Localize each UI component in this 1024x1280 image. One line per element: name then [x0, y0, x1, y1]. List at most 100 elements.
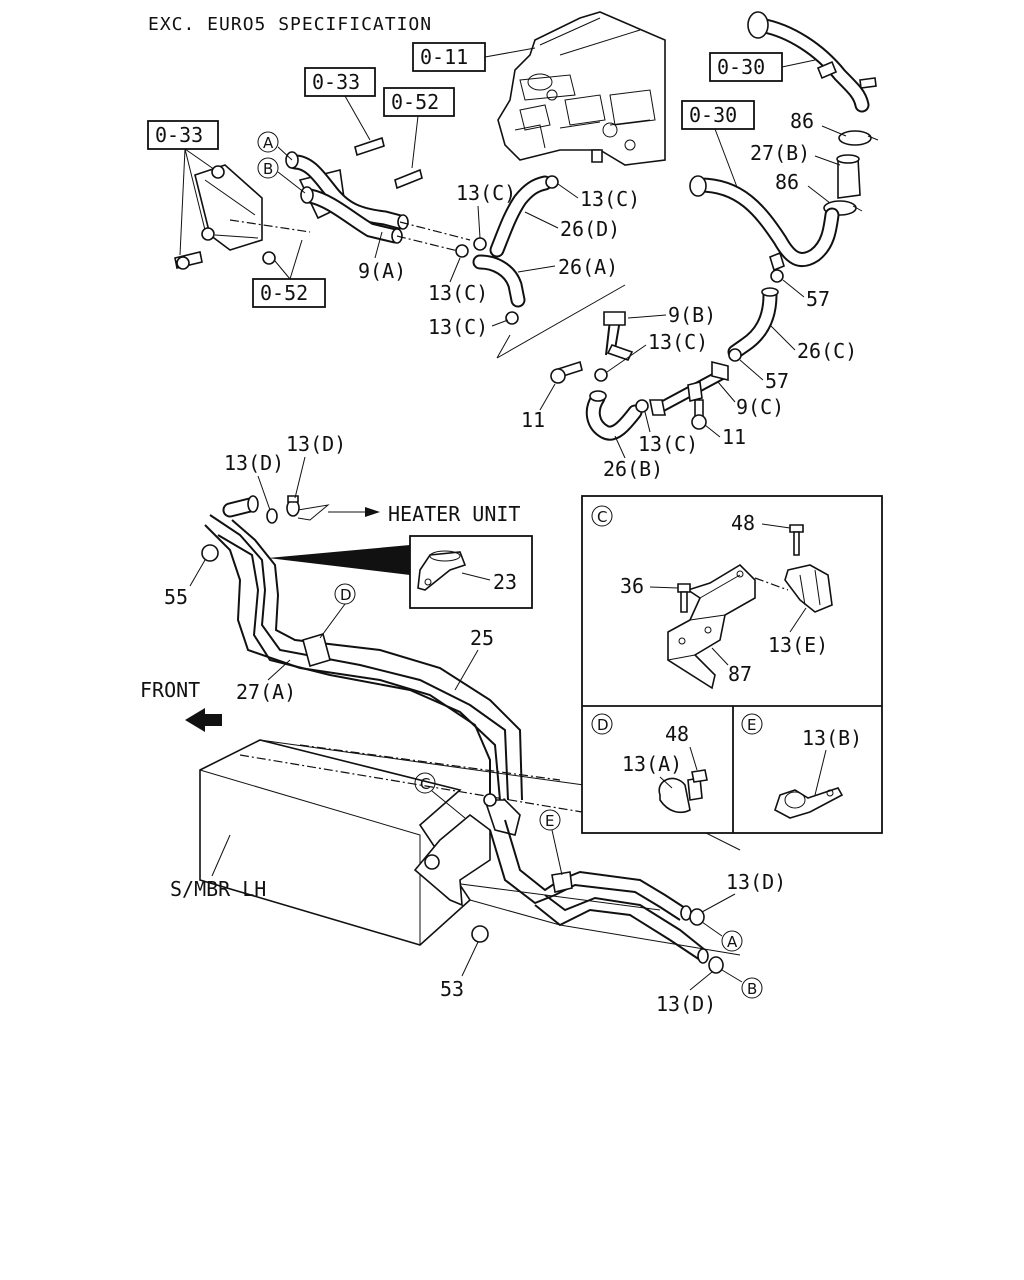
hose-clamp-86-top — [838, 130, 879, 146]
label-13d-bottom: 13(D) — [656, 992, 716, 1016]
marker-a-top: A — [257, 131, 279, 153]
label-26c: 26(C) — [797, 339, 857, 363]
coolant-pipe-upper — [747, 11, 877, 113]
label-86-bottom: 86 — [775, 170, 799, 194]
detail-box-23: 23 — [409, 535, 533, 609]
ref-box-0-30-mid[interactable]: 0-30 — [681, 100, 755, 130]
label-25: 25 — [470, 626, 494, 650]
pipe-9b — [603, 311, 634, 361]
bolt-11-right — [691, 399, 707, 430]
svg-text:C: C — [597, 508, 607, 526]
label-48-detail-c: 48 — [731, 511, 755, 535]
label-11-right: 11 — [722, 425, 746, 449]
engine-block — [497, 11, 666, 166]
svg-text:0-11: 0-11 — [420, 45, 468, 69]
label-13c-4: 13(C) — [428, 315, 488, 339]
svg-text:0-52: 0-52 — [260, 281, 308, 305]
label-13c-6: 13(C) — [638, 432, 698, 456]
label-27b: 27(B) — [750, 141, 810, 165]
clamp-57-top — [770, 269, 784, 283]
clamp-57-bottom — [728, 348, 742, 362]
svg-text:0-33: 0-33 — [155, 123, 203, 147]
svg-text:B: B — [747, 980, 757, 998]
stud-bolt-0-52 — [394, 168, 423, 190]
nut-55 — [201, 544, 219, 562]
ref-box-0-52-bottom[interactable]: 0-52 — [252, 278, 326, 308]
stud-bolt-0-33 — [354, 136, 385, 157]
label-86-top: 86 — [790, 109, 814, 133]
svg-text:0-30: 0-30 — [689, 103, 737, 127]
detail-panel — [581, 495, 883, 834]
label-13d-bottom-top: 13(D) — [726, 870, 786, 894]
svg-text:D: D — [340, 586, 352, 604]
clamp-13c-6 — [635, 399, 649, 413]
label-23: 23 — [493, 570, 517, 594]
label-13d-top-left: 13(D) — [224, 451, 284, 475]
detail-c: C 48 36 13(E) 87 — [591, 505, 833, 690]
label-13b: 13(B) — [802, 726, 862, 750]
label-36: 36 — [620, 574, 644, 598]
label-27a: 27(A) — [236, 680, 296, 704]
label-55: 55 — [164, 585, 188, 609]
pipe-9c — [649, 360, 729, 416]
hose-26b — [585, 390, 643, 441]
svg-text:0-33: 0-33 — [312, 70, 360, 94]
svg-text:0-52: 0-52 — [391, 90, 439, 114]
ref-box-0-33-left[interactable]: 0-33 — [147, 120, 219, 150]
label-57-top: 57 — [806, 287, 830, 311]
svg-text:A: A — [727, 933, 738, 951]
arrow-heater-unit — [365, 507, 380, 517]
svg-text:C: C — [420, 775, 430, 793]
diagram-title: EXC. EURO5 SPECIFICATION — [148, 14, 432, 35]
label-9b: 9(B) — [668, 303, 716, 327]
front-arrow — [185, 708, 222, 732]
marker-b-top: B — [257, 157, 279, 179]
pipe-9a — [285, 151, 409, 244]
ref-box-0-52-top[interactable]: 0-52 — [383, 87, 455, 117]
clamp-13c-5 — [594, 368, 608, 382]
marker-d-pipe: D — [334, 583, 356, 605]
svg-text:B: B — [263, 160, 273, 178]
hose-27b — [836, 154, 861, 199]
marker-e-member: E — [539, 809, 561, 831]
label-53: 53 — [440, 977, 464, 1001]
label-13a: 13(A) — [622, 752, 682, 776]
clamps-13c-group — [455, 175, 559, 325]
ref-box-0-30-top[interactable]: 0-30 — [709, 52, 783, 82]
clamps-13d-bottom — [689, 908, 724, 974]
marker-b-bottom: B — [741, 977, 763, 999]
label-13c-2: 13(C) — [580, 187, 640, 211]
label-13c-1: 13(C) — [456, 181, 516, 205]
detail-pointer-23 — [268, 545, 410, 575]
svg-text:0-30: 0-30 — [717, 55, 765, 79]
bracket-c-on-member — [413, 793, 521, 907]
label-87: 87 — [728, 662, 752, 686]
coolant-pipe-lower — [689, 175, 840, 272]
label-11-left: 11 — [521, 408, 545, 432]
svg-text:E: E — [545, 812, 554, 830]
detail-e: E 13(B) — [741, 713, 862, 819]
marker-c-member: C — [414, 772, 436, 794]
label-26b: 26(B) — [603, 457, 663, 481]
heater-pipes-25-27a — [204, 514, 523, 810]
label-front: FRONT — [140, 678, 200, 702]
svg-text:E: E — [747, 716, 756, 734]
hose-26d — [489, 175, 553, 258]
label-13c-5: 13(C) — [648, 330, 708, 354]
label-13e: 13(E) — [768, 633, 828, 657]
clamps-13d-top — [266, 495, 300, 524]
label-13c-3: 13(C) — [428, 281, 488, 305]
label-13d-top-right: 13(D) — [286, 432, 346, 456]
svg-text:A: A — [263, 134, 274, 152]
ref-box-0-11[interactable]: 0-11 — [412, 42, 486, 72]
bolt-11-left — [550, 360, 583, 384]
bracket-0-33-assembly — [174, 164, 276, 270]
hose-26c — [727, 287, 779, 360]
ref-box-0-33-top[interactable]: 0-33 — [304, 67, 376, 97]
label-26d: 26(D) — [560, 217, 620, 241]
svg-text:D: D — [597, 716, 609, 734]
nut-53 — [471, 925, 489, 943]
lower-pipes-to-engine — [489, 819, 709, 964]
heater-hose-ends — [222, 495, 259, 518]
